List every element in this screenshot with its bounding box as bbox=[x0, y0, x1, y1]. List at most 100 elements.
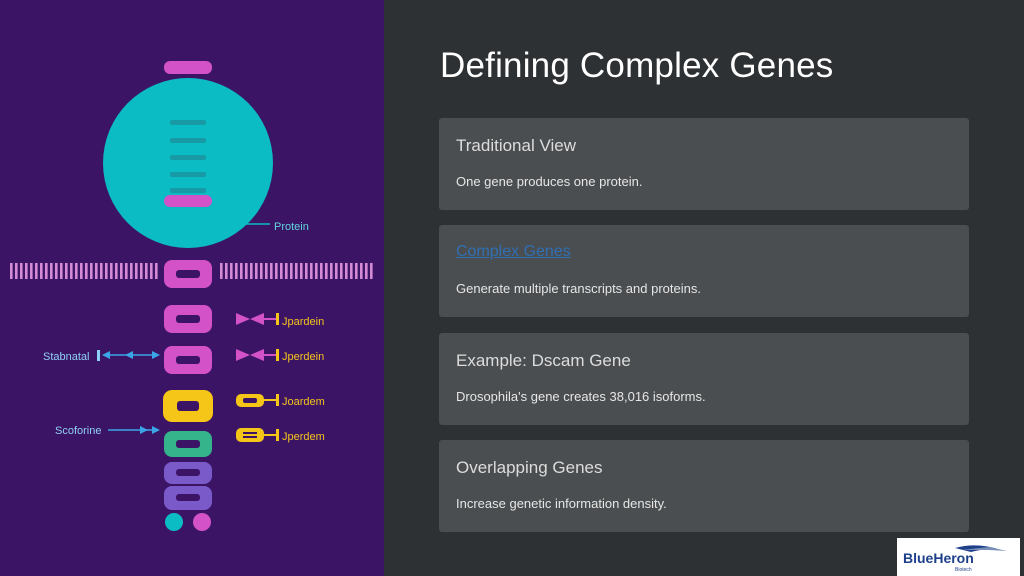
membrane-tick bbox=[10, 263, 13, 279]
membrane-tick bbox=[75, 263, 78, 279]
membrane-tick bbox=[325, 263, 328, 279]
membrane-tick bbox=[235, 263, 238, 279]
bottom-dot-teal bbox=[165, 513, 183, 531]
branch-jperdein: Jperdein bbox=[236, 349, 324, 363]
membrane-tick bbox=[300, 263, 303, 279]
membrane-tick bbox=[125, 263, 128, 279]
membrane-tick bbox=[105, 263, 108, 279]
branch-joardein: Jpardein bbox=[236, 313, 324, 328]
membrane-tick bbox=[225, 263, 228, 279]
membrane-tick bbox=[150, 263, 153, 279]
membrane-tick bbox=[245, 263, 248, 279]
membrane-tick bbox=[90, 263, 93, 279]
membrane-tick bbox=[230, 263, 233, 279]
card-overlapping-genes: Overlapping Genes Increase genetic infor… bbox=[439, 440, 969, 532]
card-title: Overlapping Genes bbox=[456, 458, 603, 477]
protein-stripe bbox=[170, 172, 206, 177]
gene-illustration: Protein Jpardein Jperdein bbox=[10, 61, 373, 531]
membrane-tick bbox=[305, 263, 308, 279]
arrow-stabnatal: Stabnatal bbox=[43, 350, 160, 363]
membrane-tick bbox=[295, 263, 298, 279]
membrane-tick bbox=[360, 263, 363, 279]
membrane-tick bbox=[20, 263, 23, 279]
protein-circle bbox=[103, 78, 273, 248]
complex-genes-link[interactable]: Complex Genes bbox=[456, 243, 571, 260]
membrane-tick bbox=[85, 263, 88, 279]
card-complex-genes: Complex Genes Generate multiple transcri… bbox=[439, 225, 969, 317]
membrane-tick bbox=[155, 263, 158, 279]
membrane-tick bbox=[50, 263, 53, 279]
membrane-tick bbox=[340, 263, 343, 279]
stabnatal-label: Stabnatal bbox=[43, 351, 89, 363]
membrane-tick bbox=[135, 263, 138, 279]
card-description: Generate multiple transcripts and protei… bbox=[456, 281, 701, 296]
membrane-tick bbox=[60, 263, 63, 279]
membrane-tick bbox=[140, 263, 143, 279]
company-logo: BlueHeron Biotech bbox=[897, 538, 1020, 576]
card-description: One gene produces one protein. bbox=[456, 174, 643, 189]
membrane-tick bbox=[330, 263, 333, 279]
membrane-tick bbox=[355, 263, 358, 279]
logo-wordmark: BlueHeron bbox=[903, 550, 974, 566]
membrane-tick bbox=[285, 263, 288, 279]
bottom-dot-magenta bbox=[193, 513, 211, 531]
membrane-tick bbox=[350, 263, 353, 279]
card-dscam-example: Example: Dscam Gene Drosophila's gene cr… bbox=[439, 333, 969, 425]
membrane-tick bbox=[265, 263, 268, 279]
membrane-tick bbox=[120, 263, 123, 279]
membrane-tick bbox=[130, 263, 133, 279]
logo-subtext: Biotech bbox=[955, 567, 972, 573]
membrane-tick bbox=[260, 263, 263, 279]
membrane-tick bbox=[40, 263, 43, 279]
membrane-tick bbox=[280, 263, 283, 279]
membrane bbox=[10, 263, 373, 279]
membrane-tick bbox=[145, 263, 148, 279]
membrane-tick bbox=[35, 263, 38, 279]
card-description: Drosophila's gene creates 38,016 isoform… bbox=[456, 389, 706, 404]
arrow-scoforine: Scoforine bbox=[55, 425, 160, 437]
membrane-tick bbox=[240, 263, 243, 279]
membrane-tick bbox=[30, 263, 33, 279]
membrane-tick bbox=[45, 263, 48, 279]
protein-stripe bbox=[170, 155, 206, 160]
card-description: Increase genetic information density. bbox=[456, 496, 667, 511]
membrane-tick bbox=[290, 263, 293, 279]
membrane-tick bbox=[270, 263, 273, 279]
membrane-tick bbox=[80, 263, 83, 279]
scoforine-label: Scoforine bbox=[55, 425, 101, 437]
membrane-tick bbox=[320, 263, 323, 279]
membrane-tick bbox=[365, 263, 368, 279]
card-title: Example: Dscam Gene bbox=[456, 351, 631, 370]
membrane-tick bbox=[370, 263, 373, 279]
membrane-tick bbox=[110, 263, 113, 279]
joardein-label: Jpardein bbox=[282, 316, 324, 328]
top-cap-shape bbox=[164, 61, 212, 74]
protein-stripe bbox=[170, 120, 206, 125]
membrane-tick bbox=[65, 263, 68, 279]
membrane-tick bbox=[95, 263, 98, 279]
protein-magenta-bar bbox=[164, 195, 212, 207]
protein-stripe bbox=[170, 188, 206, 193]
membrane-tick bbox=[255, 263, 258, 279]
membrane-tick bbox=[250, 263, 253, 279]
membrane-tick bbox=[310, 263, 313, 279]
membrane-tick bbox=[15, 263, 18, 279]
protein-label: Protein bbox=[274, 221, 309, 233]
branch-joardem: Joardem bbox=[236, 394, 325, 408]
membrane-tick bbox=[25, 263, 28, 279]
card-traditional-view: Traditional View One gene produces one p… bbox=[439, 118, 969, 210]
joardem-label: Joardem bbox=[282, 396, 325, 408]
heron-logo-icon: BlueHeron Biotech bbox=[903, 545, 1007, 573]
branch-jperdem: Jperdem bbox=[236, 428, 325, 443]
membrane-tick bbox=[100, 263, 103, 279]
membrane-tick bbox=[275, 263, 278, 279]
protein-stripe bbox=[170, 138, 206, 143]
membrane-tick bbox=[55, 263, 58, 279]
membrane-tick bbox=[345, 263, 348, 279]
membrane-tick bbox=[335, 263, 338, 279]
illustration-panel: Protein Jpardein Jperdein bbox=[0, 0, 384, 576]
membrane-tick bbox=[70, 263, 73, 279]
membrane-tick bbox=[115, 263, 118, 279]
jperdein-label: Jperdein bbox=[282, 351, 324, 363]
jperdem-label: Jperdem bbox=[282, 431, 325, 443]
